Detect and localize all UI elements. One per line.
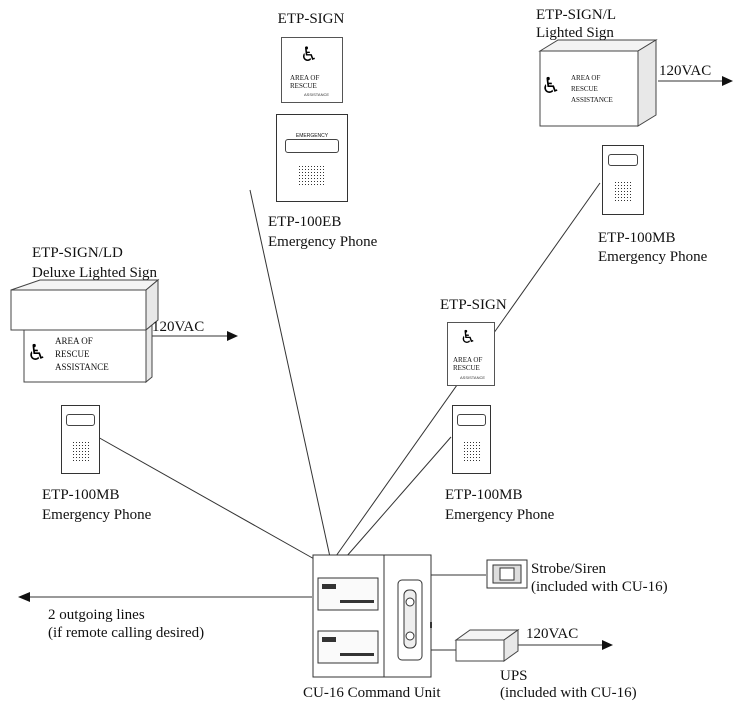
top-sign-line-1: AREA OF [290, 74, 320, 82]
command-unit-cabinet [312, 554, 432, 678]
phone-mb-left-faceplate [66, 414, 95, 426]
ups-power: 120VAC [526, 626, 579, 642]
phone-mb-mid-label: ETP-100MB [445, 487, 523, 503]
lighted-sign-sublabel: Lighted Sign [536, 25, 614, 41]
phone-mb-right-speaker [614, 181, 632, 202]
lighted-sign-face: ♿ AREA OF RESCUE ASSISTANCE [541, 52, 637, 125]
phone-mb-left-label: ETP-100MB [42, 487, 120, 503]
phone-mb-mid-speaker [463, 440, 480, 461]
mid-sign-line-2: RESCUE [453, 364, 480, 372]
command-unit-label: CU-16 Command Unit [303, 685, 441, 701]
phone-eb-sublabel: Emergency Phone [268, 234, 378, 250]
wire-phone-mb-left [95, 435, 317, 561]
wheelchair-icon: ♿ [300, 42, 318, 66]
phone-eb-label: ETP-100EB [268, 214, 342, 230]
outgoing-lines-label: 2 outgoing lines [48, 607, 145, 623]
ups-box [454, 629, 520, 662]
phone-eb-speaker [298, 164, 326, 188]
phone-mb-mid-faceplate [457, 414, 486, 426]
wire-phone-mb-mid [345, 436, 452, 558]
phone-eb-faceplate [285, 139, 339, 153]
outgoing-lines-note: (if remote calling desired) [48, 625, 205, 641]
deluxe-sign-power: 120VAC [152, 319, 205, 335]
top-sign-label: ETP-SIGN [277, 11, 345, 27]
mid-sign-small-text: ASSISTANCE [460, 375, 486, 380]
mid-sign: ♿ AREA OF RESCUE ASSISTANCE [447, 322, 495, 386]
ups-label: UPS [500, 668, 528, 684]
deluxe-sign-sublabel: Deluxe Lighted Sign [32, 265, 157, 281]
strobe-note: (included with CU-16) [531, 579, 668, 595]
wheelchair-icon: ♿ [460, 327, 477, 348]
phone-mb-right-faceplate [607, 154, 639, 166]
deluxe-sign-line-2: RESCUE [55, 349, 90, 359]
phone-mb-right-label: ETP-100MB [598, 230, 676, 246]
phone-etp-100mb-left [61, 405, 100, 474]
lighted-sign-line-3: ASSISTANCE [571, 96, 613, 104]
wheelchair-icon: ♿ [27, 341, 47, 366]
strobe-label: Strobe/Siren [531, 561, 606, 577]
top-sign-line-2: RESCUE [290, 82, 317, 90]
mid-sign-label: ETP-SIGN [440, 297, 507, 313]
phone-mb-right-sublabel: Emergency Phone [598, 249, 708, 265]
phone-etp-100mb-mid [452, 405, 491, 474]
arrow-head-ups [602, 640, 613, 650]
deluxe-sign-line-3: ASSISTANCE [55, 362, 109, 372]
command-unit-details [322, 584, 432, 656]
lighted-sign-power: 120VAC [659, 63, 712, 79]
lighted-sign-line-1: AREA OF [571, 74, 601, 82]
strobe-siren-device [486, 559, 528, 589]
lighted-sign-label: ETP-SIGN/L [536, 7, 616, 23]
arrow-head-outgoing [18, 592, 30, 602]
lighted-sign-box [538, 39, 658, 127]
phone-etp-100eb: EMERGENCY [276, 114, 348, 202]
phone-mb-mid-sublabel: Emergency Phone [445, 507, 555, 523]
phone-etp-100mb-right [602, 145, 644, 215]
top-sign-small-text: ASSISTANCE [304, 92, 330, 97]
arrow-head-lighted [722, 76, 733, 86]
deluxe-sign-box [10, 278, 160, 384]
arrow-head-deluxe [227, 331, 238, 341]
phone-mb-left-speaker [72, 440, 89, 461]
deluxe-sign-label: ETP-SIGN/LD [32, 245, 123, 261]
wheelchair-icon: ♿ [541, 74, 561, 99]
deluxe-sign-line-1: AREA OF [55, 336, 93, 346]
phone-mb-left-sublabel: Emergency Phone [42, 507, 152, 523]
mid-sign-line-1: AREA OF [453, 356, 483, 364]
phone-eb-plate-text: EMERGENCY [295, 133, 329, 139]
top-sign: ♿ AREA OF RESCUE ASSISTANCE [281, 37, 343, 103]
deluxe-sign-face: ♿ AREA OF RESCUE ASSISTANCE [25, 331, 145, 381]
ups-note: (included with CU-16) [500, 685, 637, 701]
wire-phone-eb [249, 189, 331, 558]
lighted-sign-line-2: RESCUE [571, 85, 598, 93]
